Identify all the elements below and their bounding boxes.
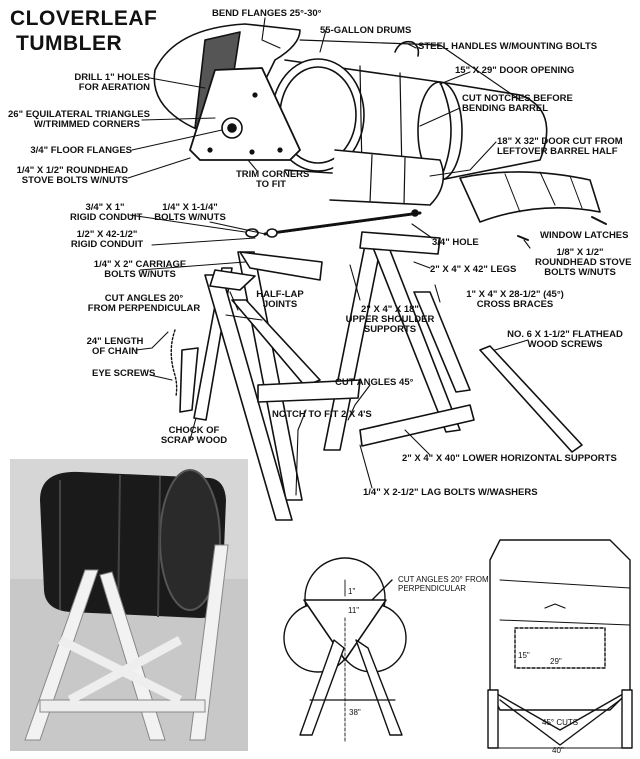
label-conduit-long: 1/2" X 42-1/2"RIGID CONDUIT [70, 229, 144, 250]
label-handles: STEEL HANDLES W/MOUNTING BOLTS [418, 41, 598, 52]
right-barrel-shell [439, 81, 548, 181]
label-cross-braces: 1" X 4" X 28-1/2" (45°)CROSS BRACES [466, 289, 564, 310]
side-dim-height: 38" [349, 708, 361, 717]
side-dim-top: 1" [348, 587, 356, 596]
steel-handle [394, 40, 420, 57]
lower-support [257, 379, 361, 403]
label-notch: NOTCH TO FIT 2 X 4'S [272, 409, 372, 420]
label-eye-screws: EYE SCREWS [92, 368, 156, 379]
label-conduit-short: 3/4" X 1"RIGID CONDUIT [70, 202, 143, 223]
door-panel [459, 171, 601, 223]
label-floor-flanges: 3/4" FLOOR FLANGES [30, 145, 132, 156]
label-cut-angles-20: CUT ANGLES 20°FROM PERPENDICULAR [87, 293, 201, 314]
cross-brace [231, 299, 321, 387]
stand-assembly [170, 231, 583, 521]
side-dim-mid: 11" [348, 606, 360, 615]
loose-brace-board [479, 345, 583, 453]
axle-conduit [245, 209, 422, 238]
label-lag-bolts: 1/4" X 2-1/2" LAG BOLTS W/WASHERS [363, 487, 538, 498]
label-lower-supports: 2" X 4" X 40" LOWER HORIZONTAL SUPPORTS [402, 453, 617, 464]
lower-support-right [359, 404, 475, 447]
drum-assembly [153, 23, 607, 241]
title-line-2: TUMBLER [16, 32, 123, 55]
label-door-opening: 15" X 29" DOOR OPENING [455, 65, 575, 76]
chock [179, 347, 199, 413]
label-bolts-1-1-4: 1/4" X 1-1/4"BOLTS W/NUTS [154, 202, 226, 223]
title-line-1: CLOVERLEAF [10, 7, 158, 30]
lower-barrel [329, 149, 445, 206]
label-bend-flanges: BEND FLANGES 25°-30° [212, 8, 322, 19]
chain [170, 329, 178, 397]
upper-shoulder-left [239, 251, 323, 281]
label-drums: 55-GALLON DRUMS [320, 25, 412, 36]
label-legs: 2" X 4" X 42" LEGS [430, 264, 517, 275]
triangle-plate [189, 67, 301, 161]
label-cut-angles-45: CUT ANGLES 45° [335, 377, 414, 388]
side-view-drawing [283, 557, 407, 743]
half-lap-joint [209, 269, 256, 291]
leader-lines [127, 17, 531, 496]
window-latch [517, 216, 607, 241]
front-dim-15: 15" [518, 651, 530, 660]
front-dim-29: 29" [550, 657, 562, 666]
upper-shoulder-right [359, 231, 441, 255]
front-view-drawing [487, 539, 633, 749]
label-window-latches: WINDOW LATCHES [540, 230, 629, 241]
label-hole: 3/4" HOLE [432, 237, 479, 248]
front-dim-45-cuts: 45° CUTS [542, 718, 579, 727]
front-dim-40: 40" [552, 746, 564, 755]
photo-finished-tumbler [10, 459, 248, 751]
